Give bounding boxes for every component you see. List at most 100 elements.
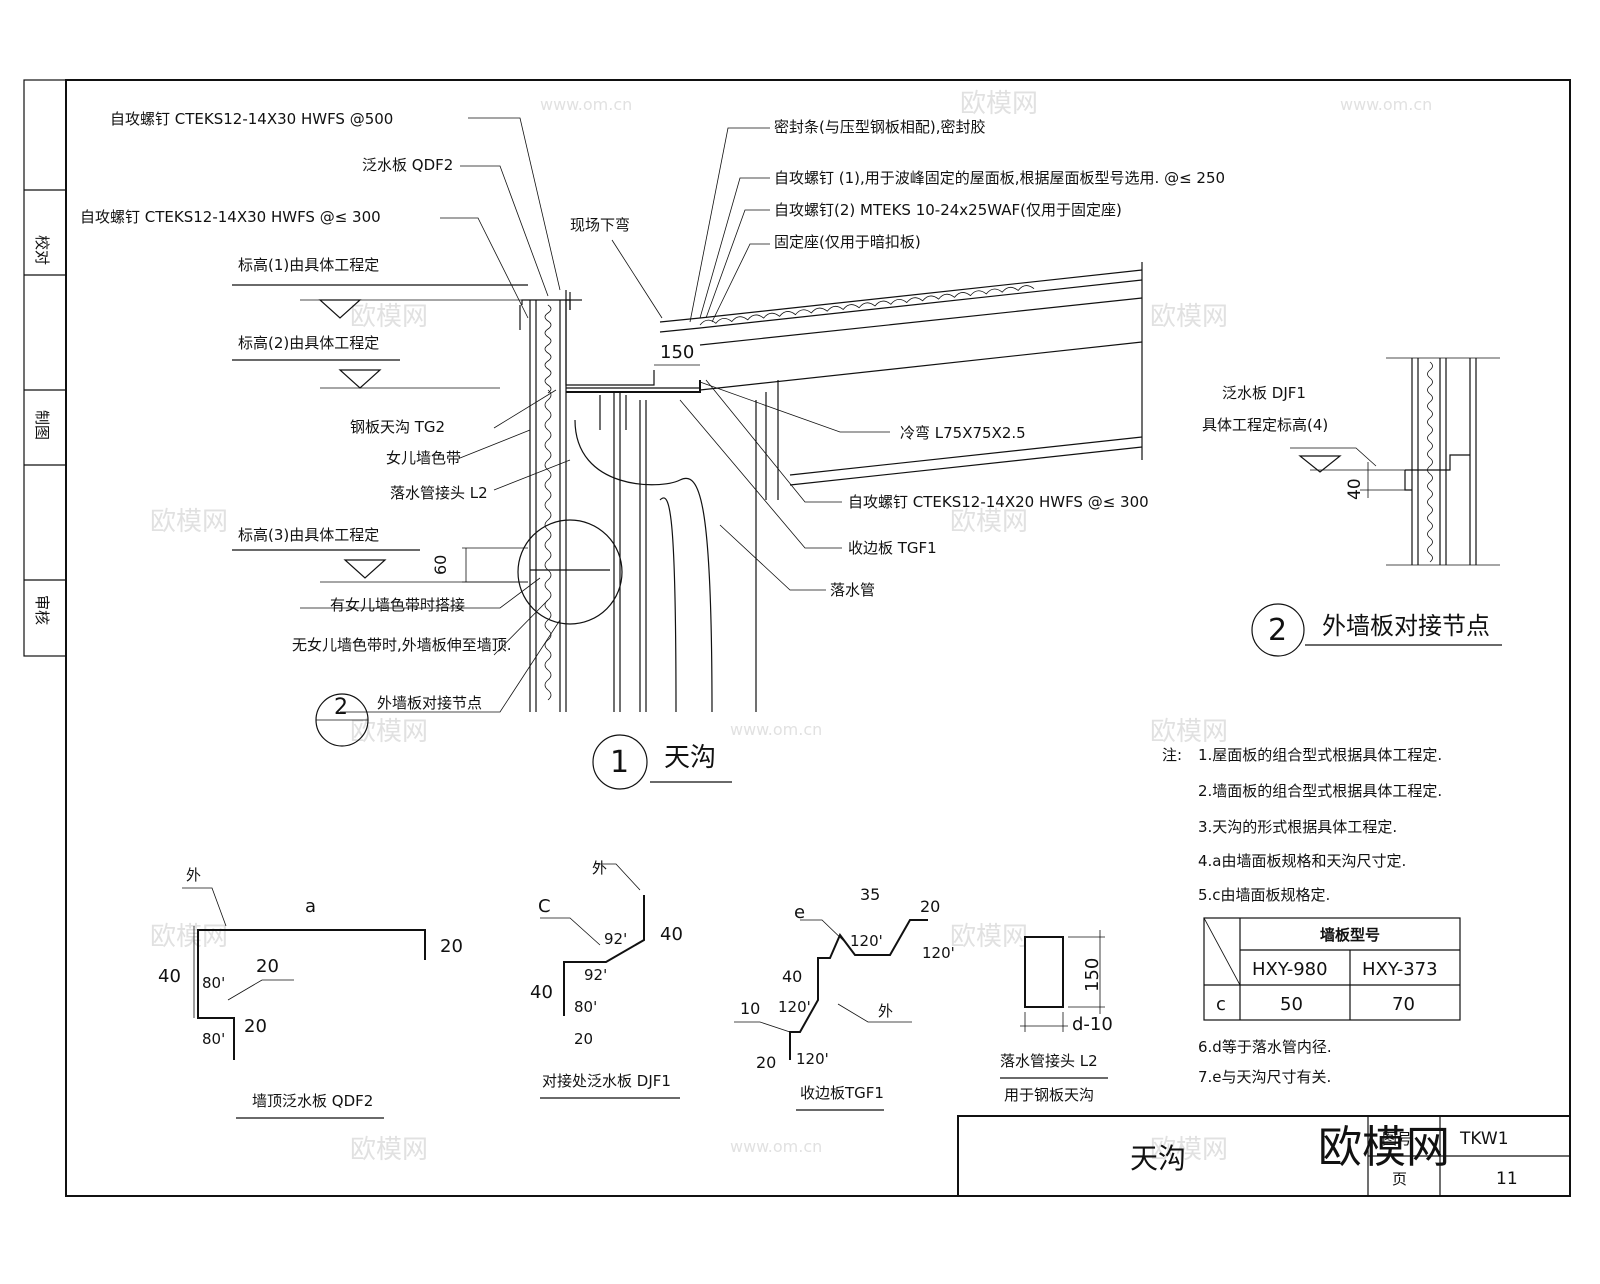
label-screw-20: 自攻螺钉 CTEKS12-14X20 HWFS @≤ 300	[848, 493, 1149, 511]
label-flashing-djf1: 泛水板 DJF1	[1222, 384, 1306, 402]
djf1-20: 20	[574, 1030, 593, 1048]
tgf1-10: 10	[740, 999, 760, 1018]
djf1-outside: 外	[592, 859, 607, 877]
watermark-url: www.om.cn	[540, 95, 632, 114]
dim-150: 150	[660, 342, 694, 363]
watermark-brand: 欧模网	[950, 922, 1028, 952]
watermark-brand: 欧模网	[950, 507, 1028, 537]
dim-60: 60	[431, 555, 450, 575]
label-cold-bend: 冷弯 L75X75X2.5	[900, 424, 1026, 442]
djf1-angle-92a: 92'	[604, 930, 627, 948]
section1-title: 天沟	[664, 743, 716, 773]
section1-gutter-detail: 150 60 自攻螺钉 CTEKS12	[80, 110, 1225, 790]
note-5: 5.c由墙面板规格定.	[1198, 886, 1330, 904]
section1-title-number: 1	[610, 745, 629, 780]
label-downpipe: 落水管	[830, 581, 875, 599]
notes-block: 注: 1.屋面板的组合型式根据具体工程定. 2.墙面板的组合型式根据具体工程定.…	[1162, 746, 1461, 1086]
label-fixed-seat: 固定座(仅用于暗扣板)	[774, 233, 921, 251]
watermark-brand: 欧模网	[350, 302, 428, 332]
watermark-logo: 欧模网	[1318, 1122, 1450, 1173]
title-block-page: 11	[1496, 1169, 1518, 1189]
tgf1-20b: 20	[756, 1053, 776, 1072]
title-block-label-page: 页	[1392, 1170, 1407, 1188]
label-parapet-band: 女儿墙色带	[386, 449, 461, 467]
profile-djf1: 外 C 92' 40 92' 40 80' 20 对接处泛水板 DJF1	[530, 859, 683, 1099]
watermark-url: www.om.cn	[1340, 95, 1432, 114]
label-elevation-4: 具体工程定标高(4)	[1202, 416, 1328, 434]
side-column: 校对 制图 审核	[23, 79, 67, 657]
table-col-1: HXY-980	[1252, 959, 1328, 980]
title-block: 天沟 图号 TKW1 页 11 欧模网	[957, 1115, 1571, 1197]
watermark-brand: 欧模网	[1150, 717, 1228, 747]
title-block-label-drawing-no: 图号	[1382, 1130, 1412, 1148]
l2-150: 150	[1082, 958, 1103, 992]
djf1-angle-80: 80'	[574, 998, 597, 1016]
table-col-2: HXY-373	[1362, 959, 1438, 980]
notes-lead: 注:	[1162, 746, 1182, 764]
djf1-40b: 40	[530, 982, 553, 1003]
label-ref-node: 外墙板对接节点	[377, 694, 482, 712]
watermark-layer: www.om.cn 欧模网 www.om.cn 欧模网 欧模网 欧模网 欧模网 …	[150, 89, 1432, 1165]
tgf1-caption: 收边板TGF1	[800, 1084, 884, 1102]
title-block-drawing-no: TKW1	[1459, 1129, 1509, 1149]
qdf2-angle-1: 80'	[202, 974, 225, 992]
watermark-url: www.om.cn	[730, 720, 822, 739]
wall-panel-table: 墙板型号 HXY-980 HXY-373 c 50 70	[1203, 917, 1461, 1021]
qdf2-outside: 外	[186, 866, 201, 884]
djf1-angle-92b: 92'	[584, 966, 607, 984]
side-label-review: 审核	[33, 595, 51, 625]
qdf2-20b: 20	[256, 956, 279, 977]
side-label-check: 校对	[33, 235, 51, 265]
label-flashing-qdf2: 泛水板 QDF2	[362, 156, 453, 174]
table-header: 墙板型号	[1320, 926, 1380, 944]
section2-title-bubble	[1251, 603, 1305, 657]
label-gutter-tg2: 钢板天沟 TG2	[350, 418, 445, 436]
watermark-brand: 欧模网	[1150, 302, 1228, 332]
qdf2-20a: 20	[440, 936, 463, 957]
side-label-draw: 制图	[33, 410, 51, 440]
watermark-brand: 欧模网	[1150, 1135, 1228, 1165]
label-screw-1: 自攻螺钉 (1),用于波峰固定的屋面板,根据屋面板型号选用. @≤ 250	[774, 169, 1225, 187]
l2-dim: d-10	[1072, 1014, 1113, 1035]
label-elevation-3: 标高(3)由具体工程定	[238, 526, 379, 544]
tgf1-35: 35	[860, 885, 880, 904]
section2-title: 外墙板对接节点	[1322, 612, 1490, 640]
qdf2-40: 40	[158, 966, 181, 987]
djf1-40a: 40	[660, 924, 683, 945]
label-no-band: 无女儿墙色带时,外墙板伸至墙顶.	[292, 636, 512, 654]
tgf1-angle-120a: 120'	[850, 932, 883, 950]
label-edge-tgf1: 收边板 TGF1	[848, 539, 937, 557]
table-value-2: 70	[1392, 994, 1415, 1015]
l2-sub: 用于钢板天沟	[1004, 1086, 1094, 1104]
djf1-caption: 对接处泛水板 DJF1	[542, 1072, 671, 1090]
tgf1-outside: 外	[878, 1002, 893, 1020]
profile-l2: 150 d-10 落水管接头 L2 用于钢板天沟	[1000, 930, 1113, 1104]
label-elevation-1: 标高(1)由具体工程定	[238, 256, 379, 274]
tgf1-e: e	[794, 902, 805, 923]
tgf1-angle-120d: 120'	[796, 1050, 829, 1068]
qdf2-20c: 20	[244, 1016, 267, 1037]
profile-qdf2: 外 a 40 20 20 20 80' 80' 墙顶泛水板 QDF2	[158, 866, 463, 1119]
watermark-brand: 欧模网	[350, 1135, 428, 1165]
ref-bubble-number: 2	[334, 695, 348, 720]
tgf1-angle-120c: 120'	[778, 998, 811, 1016]
watermark-brand: 欧模网	[150, 922, 228, 952]
table-row-label: c	[1216, 994, 1226, 1015]
qdf2-caption: 墙顶泛水板 QDF2	[252, 1092, 373, 1110]
tgf1-20a: 20	[920, 897, 940, 916]
dim-40: 40	[1345, 478, 1365, 500]
label-screw-top: 自攻螺钉 CTEKS12-14X30 HWFS @500	[110, 110, 393, 128]
section2-title-number: 2	[1268, 613, 1287, 648]
watermark-brand: 欧模网	[350, 717, 428, 747]
note-2: 2.墙面板的组合型式根据具体工程定.	[1198, 782, 1442, 800]
note-6: 6.d等于落水管内径.	[1198, 1038, 1332, 1056]
watermark-brand: 欧模网	[960, 89, 1038, 119]
tgf1-angle-120b: 120'	[922, 944, 955, 962]
profile-tgf1: e 35 20 120' 120' 40 外 10 120' 120' 20 收…	[734, 885, 955, 1111]
section1-title-bubble	[592, 734, 648, 790]
label-downpipe-joint: 落水管接头 L2	[390, 484, 488, 502]
table-value-1: 50	[1280, 994, 1303, 1015]
note-1: 1.屋面板的组合型式根据具体工程定.	[1198, 746, 1442, 764]
